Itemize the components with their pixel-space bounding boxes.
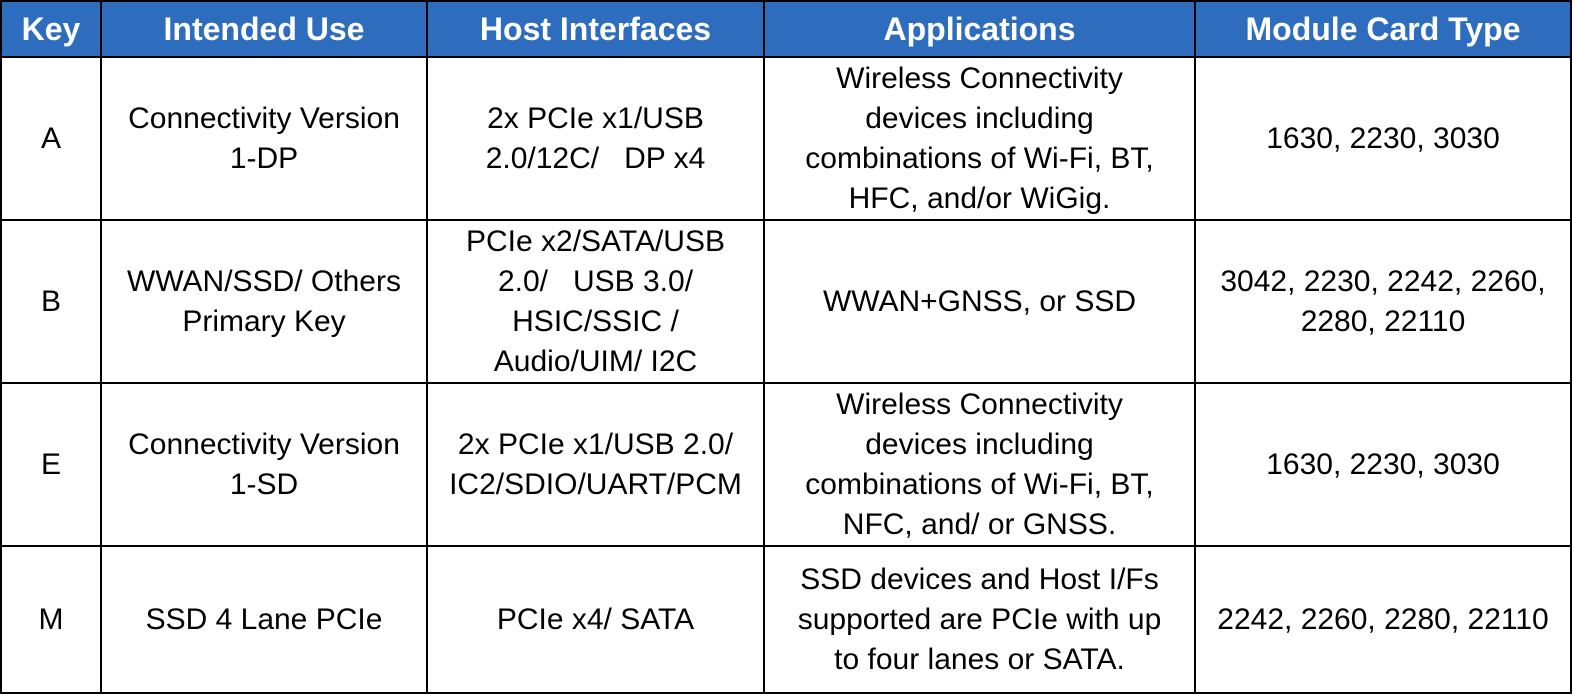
cell-module-card-type: 2242, 2260, 2280, 22110 — [1194, 545, 1572, 694]
cell-line: PCIe x2/SATA/USB — [466, 224, 725, 258]
cell-line: Connectivity Version — [128, 101, 400, 135]
cell-intended-use: WWAN/SSD/ Others Primary Key — [100, 219, 428, 384]
cell-line: Audio/UIM/ I2C — [493, 344, 698, 378]
table-row-key-b: B WWAN/SSD/ Others Primary Key PCIe x2/S… — [0, 219, 1572, 384]
cell-host-interfaces: 2x PCIe x1/USB 2.0/12C/ DP x4 — [426, 56, 765, 221]
cell-line: WWAN/SSD/ Others — [127, 264, 401, 298]
cell-key: M — [0, 545, 102, 694]
cell-intended-use: SSD 4 Lane PCIe — [100, 545, 428, 694]
cell-module-card-type: 1630, 2230, 3030 — [1194, 56, 1572, 221]
cell-line: WWAN+GNSS, or SSD — [822, 284, 1137, 318]
cell-line: Wireless Connectivity — [836, 61, 1123, 95]
cell-applications: Wireless Connectivity devices including … — [763, 56, 1196, 221]
header-applications: Applications — [763, 0, 1196, 58]
cell-line: supported are PCIe with up — [797, 602, 1162, 636]
cell-line: NFC, and/ or GNSS. — [842, 507, 1117, 541]
cell-line: IC2/SDIO/UART/PCM — [449, 467, 742, 501]
header-module-card-type: Module Card Type — [1194, 0, 1572, 58]
cell-line: 1630, 2230, 3030 — [1266, 121, 1500, 155]
cell-key: A — [0, 56, 102, 221]
cell-line: 2.0/ USB 3.0/ — [497, 264, 694, 298]
cell-line: 2x PCIe x1/USB 2.0/ — [457, 427, 734, 461]
cell-line: Primary Key — [182, 304, 346, 338]
cell-line: HFC, and/or WiGig. — [848, 181, 1111, 215]
cell-line: Connectivity Version — [128, 427, 400, 461]
cell-line: 3042, 2230, 2242, 2260, — [1220, 264, 1546, 298]
cell-key: B — [0, 219, 102, 384]
cell-line: SSD devices and Host I/Fs — [800, 562, 1159, 596]
header-host-interfaces: Host Interfaces — [426, 0, 765, 58]
cell-line: combinations of Wi-Fi, BT, — [805, 141, 1154, 175]
cell-module-card-type: 3042, 2230, 2242, 2260, 2280, 22110 — [1194, 219, 1572, 384]
cell-applications: Wireless Connectivity devices including … — [763, 382, 1196, 547]
cell-host-interfaces: PCIe x4/ SATA — [426, 545, 765, 694]
header-intended-use: Intended Use — [100, 0, 428, 58]
cell-host-interfaces: PCIe x2/SATA/USB 2.0/ USB 3.0/ HSIC/SSIC… — [426, 219, 765, 384]
table-row-key-m: M SSD 4 Lane PCIe PCIe x4/ SATA SSD devi… — [0, 545, 1572, 694]
cell-line: 2.0/12C/ DP x4 — [485, 141, 706, 175]
header-key: Key — [0, 0, 102, 58]
cell-intended-use: Connectivity Version 1-SD — [100, 382, 428, 547]
cell-line: SSD 4 Lane PCIe — [145, 602, 383, 636]
cell-line: HSIC/SSIC / — [512, 304, 679, 338]
cell-applications: SSD devices and Host I/Fs supported are … — [763, 545, 1196, 694]
cell-line: PCIe x4/ SATA — [496, 602, 695, 636]
cell-applications: WWAN+GNSS, or SSD — [763, 219, 1196, 384]
table-header-row: Key Intended Use Host Interfaces Applica… — [0, 0, 1572, 58]
cell-intended-use: Connectivity Version 1-DP — [100, 56, 428, 221]
cell-line: to four lanes or SATA. — [834, 642, 1125, 676]
cell-line: 2242, 2260, 2280, 22110 — [1217, 602, 1549, 636]
cell-line: 2280, 22110 — [1300, 304, 1466, 338]
cell-line: devices including — [865, 427, 1094, 461]
table-row-key-e: E Connectivity Version 1-SD 2x PCIe x1/U… — [0, 382, 1572, 547]
cell-key: E — [0, 382, 102, 547]
cell-line: Wireless Connectivity — [836, 387, 1123, 421]
cell-line: 1-DP — [229, 141, 299, 175]
cell-line: devices including — [865, 101, 1094, 135]
cell-module-card-type: 1630, 2230, 3030 — [1194, 382, 1572, 547]
cell-line: 1-SD — [229, 467, 299, 501]
cell-line: combinations of Wi-Fi, BT, — [805, 467, 1154, 501]
cell-line: 1630, 2230, 3030 — [1266, 447, 1500, 481]
cell-line: 2x PCIe x1/USB — [487, 101, 704, 135]
table-row-key-a: A Connectivity Version 1-DP 2x PCIe x1/U… — [0, 56, 1572, 221]
cell-host-interfaces: 2x PCIe x1/USB 2.0/ IC2/SDIO/UART/PCM — [426, 382, 765, 547]
